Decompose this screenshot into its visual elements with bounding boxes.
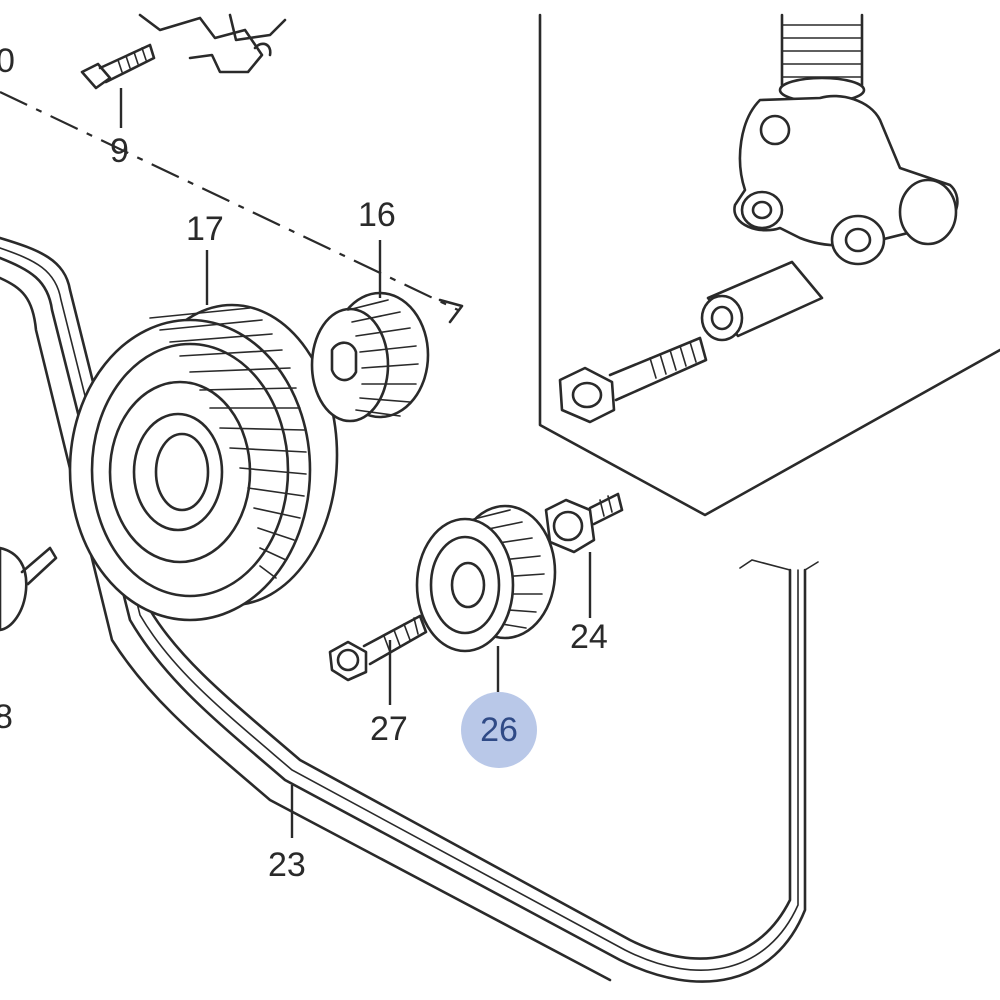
- idler-pulley-part-26: [415, 504, 557, 653]
- callout-23: 23: [268, 846, 306, 884]
- callout-8: 8: [0, 698, 13, 736]
- sleeve: [700, 260, 824, 342]
- part-8-fragment: [0, 546, 58, 632]
- sprocket-part-16: [310, 291, 430, 423]
- dashed-guide-line: [0, 91, 459, 311]
- callout-27: 27: [370, 710, 408, 748]
- tensioner-assembly: [733, 13, 959, 266]
- callout-24: 24: [570, 618, 608, 656]
- callout-17: 17: [186, 210, 224, 248]
- nut-part-24: [544, 492, 624, 554]
- callout-0: 0: [0, 42, 15, 80]
- callout-16: 16: [358, 196, 396, 234]
- bolt-part-9: [80, 43, 156, 90]
- belt-part-23: [0, 236, 819, 983]
- inset-box-outline: [538, 13, 1000, 517]
- guide-line-end: [438, 298, 464, 324]
- bracket-fragment: [138, 13, 287, 74]
- pulley-part-17: [68, 303, 339, 622]
- bolt-part-27: [328, 614, 428, 682]
- highlighted-callout-26: 26: [461, 692, 537, 768]
- highlighted-callout-label: 26: [480, 711, 518, 749]
- callout-9: 9: [110, 132, 129, 170]
- long-bolt: [558, 336, 708, 424]
